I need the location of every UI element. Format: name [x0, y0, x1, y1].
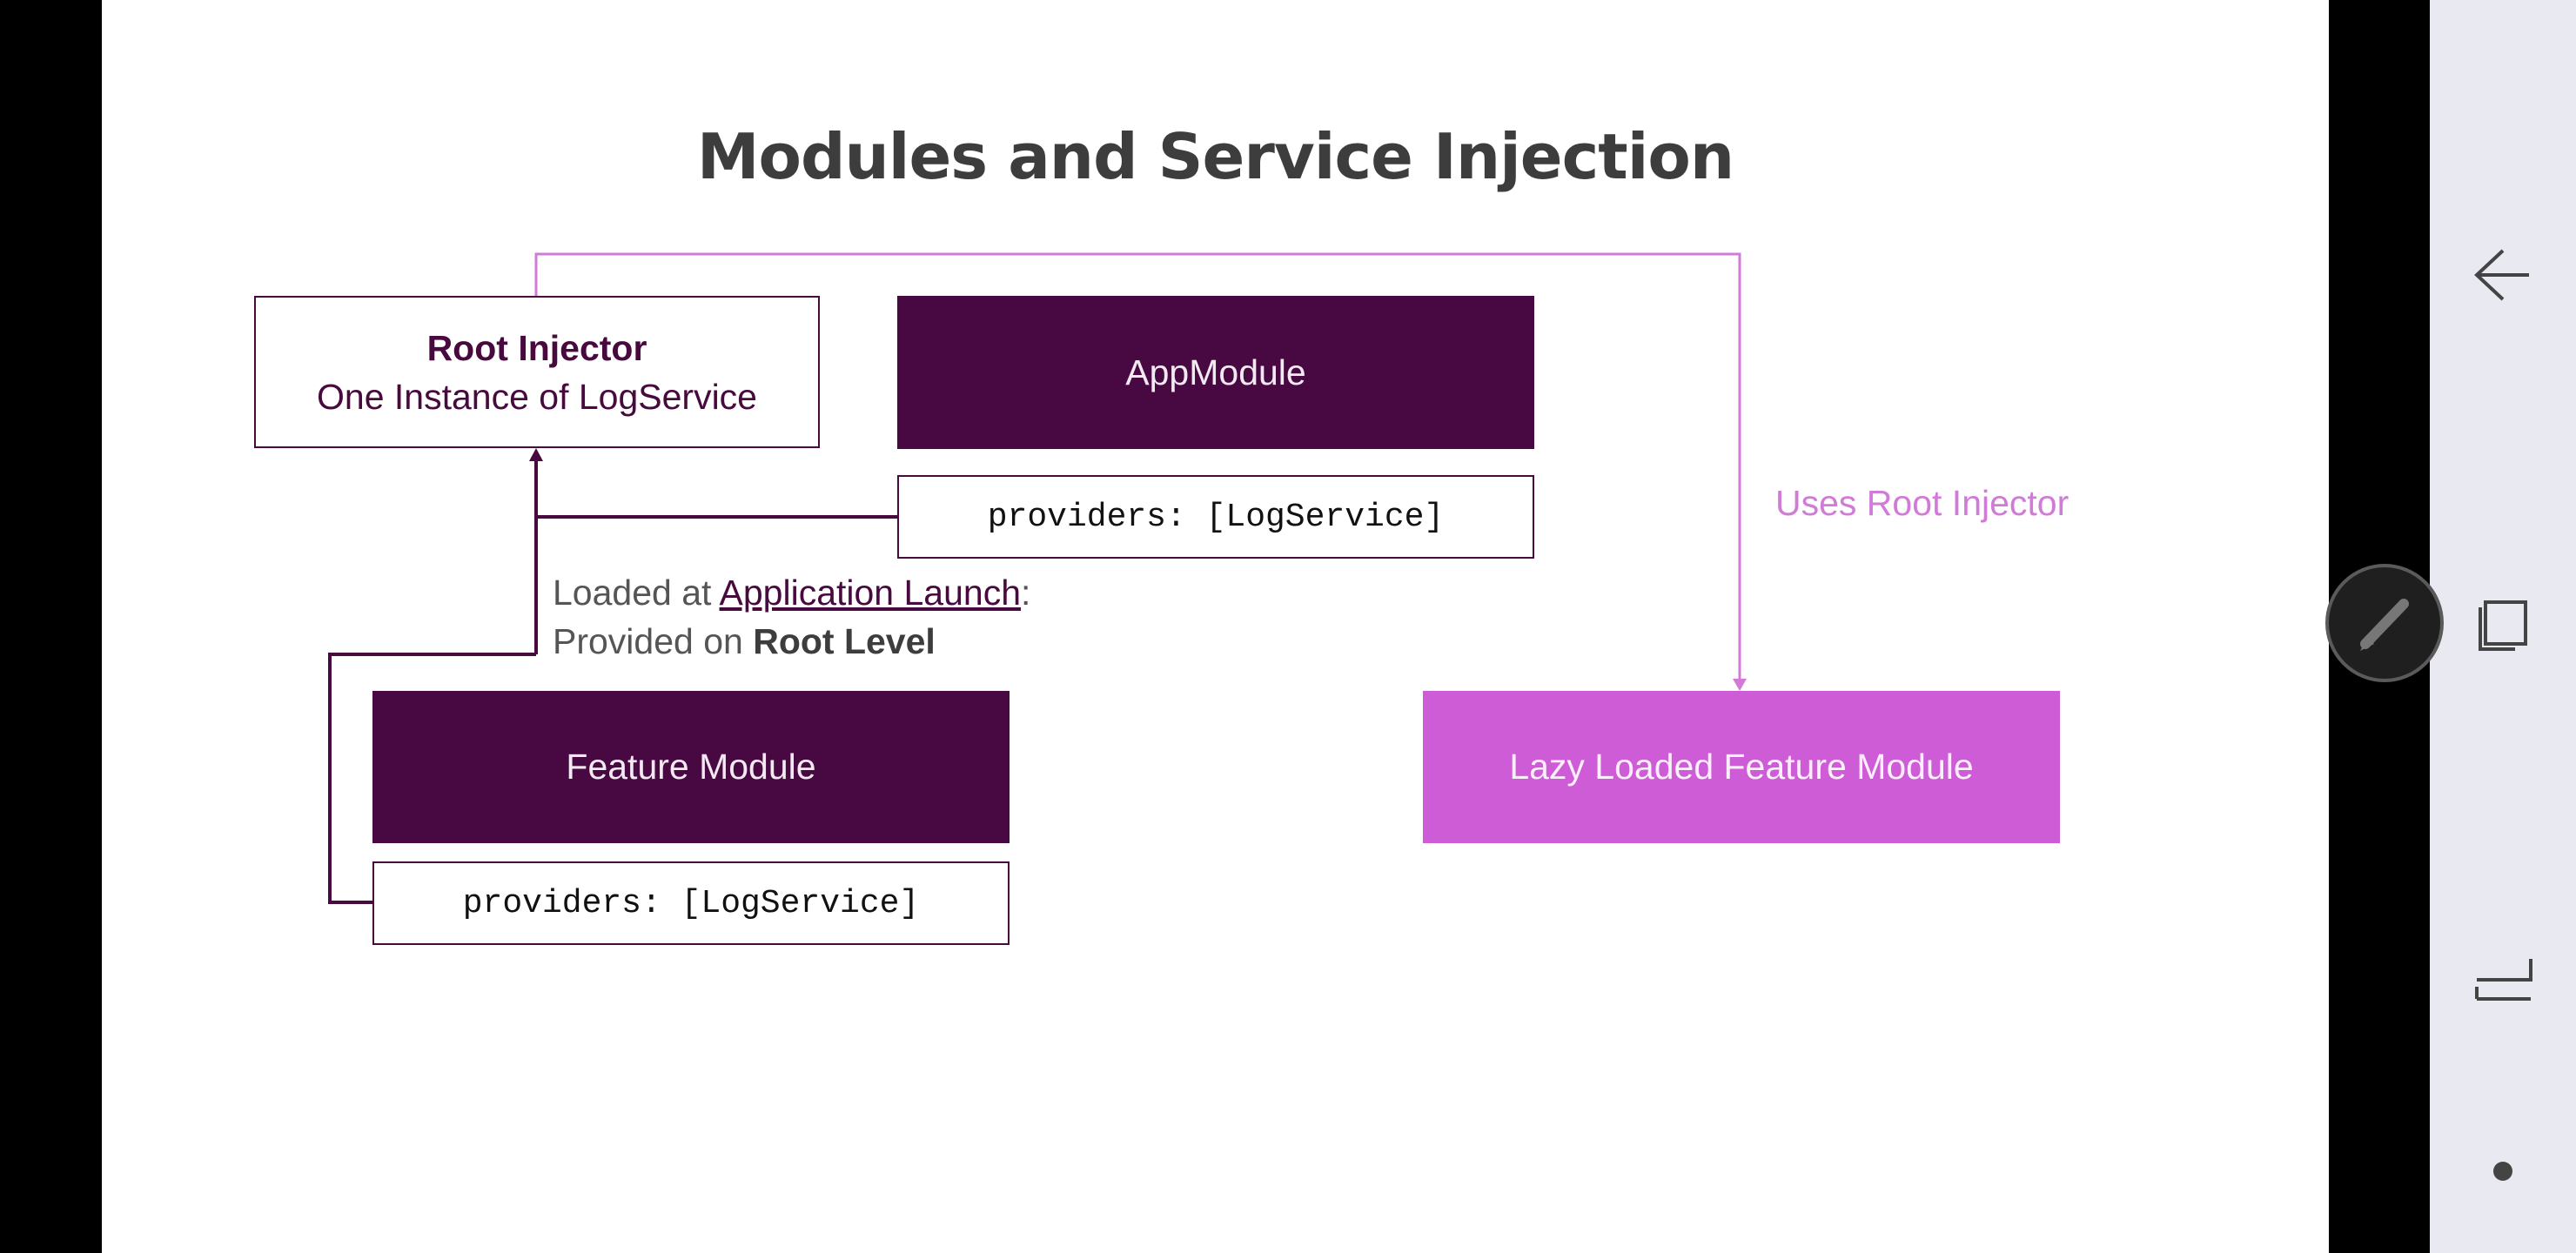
- pen-icon: [2360, 599, 2409, 651]
- feature-module-box: Feature Module: [372, 691, 1010, 843]
- floating-pen-button[interactable]: [2325, 564, 2444, 682]
- note-suffix: :: [1021, 573, 1031, 613]
- app-module-label: AppModule: [1125, 352, 1306, 392]
- note-prefix: Loaded at: [553, 573, 720, 613]
- app-module-providers: providers: [LogService]: [897, 475, 1534, 559]
- launch-note: Loaded at Application Launch: Provided o…: [553, 568, 1030, 666]
- connector-lines: [328, 252, 1747, 904]
- app-module-box: AppModule: [897, 296, 1534, 449]
- lazy-module-label: Lazy Loaded Feature Module: [1509, 747, 1974, 787]
- uses-root-injector-label: Uses Root Injector: [1775, 483, 2070, 523]
- root-injector-box: Root Injector One Instance of LogService: [254, 296, 820, 448]
- swap-icon[interactable]: [2473, 950, 2534, 1002]
- app-providers-label: providers: [LogService]: [987, 498, 1445, 536]
- launch-note-line1: Loaded at Application Launch:: [553, 568, 1030, 617]
- back-icon[interactable]: [2472, 247, 2534, 303]
- recent-apps-icon[interactable]: [2475, 599, 2531, 654]
- feature-module-providers: providers: [LogService]: [372, 861, 1010, 945]
- root-injector-title: Root Injector: [426, 327, 647, 368]
- feature-providers-connector: [328, 653, 536, 904]
- feature-providers-label: providers: [LogService]: [462, 884, 920, 922]
- launch-note-line2: Provided on Root Level: [553, 617, 1030, 666]
- root-level-label: Root Level: [753, 621, 936, 661]
- application-launch-link: Application Launch: [719, 573, 1022, 613]
- root-arrowhead: [529, 448, 543, 461]
- feature-module-label: Feature Module: [566, 747, 816, 787]
- lazy-loaded-module-box: Lazy Loaded Feature Module: [1423, 691, 2060, 843]
- slide-title: Modules and Service Injection: [696, 120, 1734, 193]
- home-dot-icon[interactable]: [2491, 1159, 2515, 1183]
- root-injector-subtitle: One Instance of LogService: [317, 376, 757, 417]
- navigation-bar: [2430, 0, 2576, 1253]
- uses-root-arrowhead: [1733, 679, 1747, 691]
- note-line2-prefix: Provided on: [553, 621, 754, 661]
- uses-root-connector: [534, 252, 1741, 684]
- slide: Modules and Service Injection Root Injec…: [102, 0, 2329, 1253]
